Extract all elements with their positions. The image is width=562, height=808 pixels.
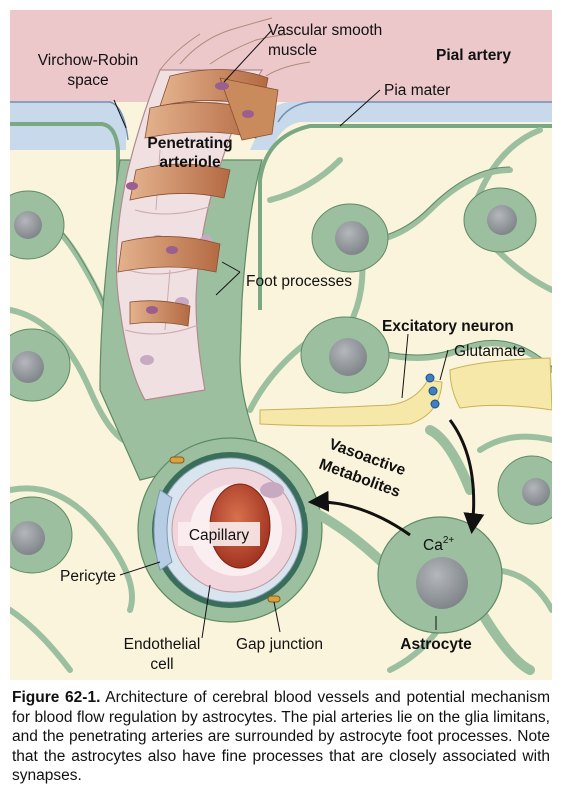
astrocyte-cell — [10, 496, 73, 574]
label-endothelial-line1: Endothelial — [124, 636, 201, 653]
caption-text: Architecture of cerebral blood vessels a… — [12, 689, 551, 784]
label-penetrating-line1: Penetrating — [147, 135, 232, 152]
label-ca-base: Ca — [423, 537, 443, 554]
label-virchow-robin-line2: space — [67, 72, 108, 89]
figure-number: Figure 62-1. — [12, 689, 101, 706]
vasoactive-signal-arrow — [307, 490, 411, 537]
pial-artery-region — [10, 10, 552, 102]
gap-junction-marker — [169, 456, 185, 464]
endothelial-nucleus — [260, 482, 284, 498]
label-gap-junction: Gap junction — [236, 636, 323, 653]
label-penetrating-line2: arteriole — [159, 154, 221, 171]
glutamate-signal-arrow — [448, 419, 485, 535]
label-ca-superscript: 2+ — [443, 535, 455, 546]
label-pericyte: Pericyte — [60, 568, 116, 585]
label-capillary: Capillary — [189, 527, 250, 544]
label-virchow-robin-line1: Virchow-Robin — [38, 52, 139, 69]
astrocyte-cell — [311, 203, 389, 273]
glia-limitans — [10, 122, 552, 310]
label-leader-lines — [113, 29, 449, 639]
label-endothelial-line2: cell — [150, 656, 173, 673]
figure-caption: Figure 62-1. Architecture of cerebral bl… — [12, 688, 550, 786]
main-astrocyte — [377, 516, 503, 634]
label-excitatory-neuron: Excitatory neuron — [382, 318, 514, 335]
astrocyte-cell — [10, 190, 65, 260]
label-ca-ion: Ca2+ — [423, 535, 454, 554]
gap-junction-marker — [267, 595, 281, 603]
capillary-label-box — [178, 522, 260, 546]
pia-mater-layer — [10, 102, 552, 150]
glutamate-vesicles — [425, 373, 440, 409]
label-astrocyte: Astrocyte — [400, 636, 472, 653]
vascular-smooth-muscle — [117, 69, 279, 327]
smooth-muscle-nuclei — [126, 82, 254, 314]
neuron-axon — [259, 379, 443, 427]
label-pia-mater: Pia mater — [384, 82, 450, 99]
cerebral-vessel-diagram: Virchow-Robin space Vascular smooth musc… — [10, 10, 552, 680]
pericyte-cell — [153, 489, 173, 571]
label-glutamate: Glutamate — [454, 343, 526, 360]
postsynaptic-terminal — [449, 357, 552, 411]
smooth-muscle-fibers — [159, 17, 311, 77]
astrocyte-cell — [300, 316, 390, 394]
pia-mater-line — [10, 101, 552, 141]
label-vascular-smooth-line2: muscle — [268, 42, 317, 59]
label-pial-artery: Pial artery — [436, 47, 511, 64]
astrocyte-cell — [463, 187, 537, 253]
astrocyte-cell — [10, 328, 71, 402]
astrocyte-cell — [497, 455, 552, 525]
label-vascular-smooth-line1: Vascular smooth — [268, 22, 382, 39]
label-foot-processes: Foot processes — [246, 273, 352, 290]
